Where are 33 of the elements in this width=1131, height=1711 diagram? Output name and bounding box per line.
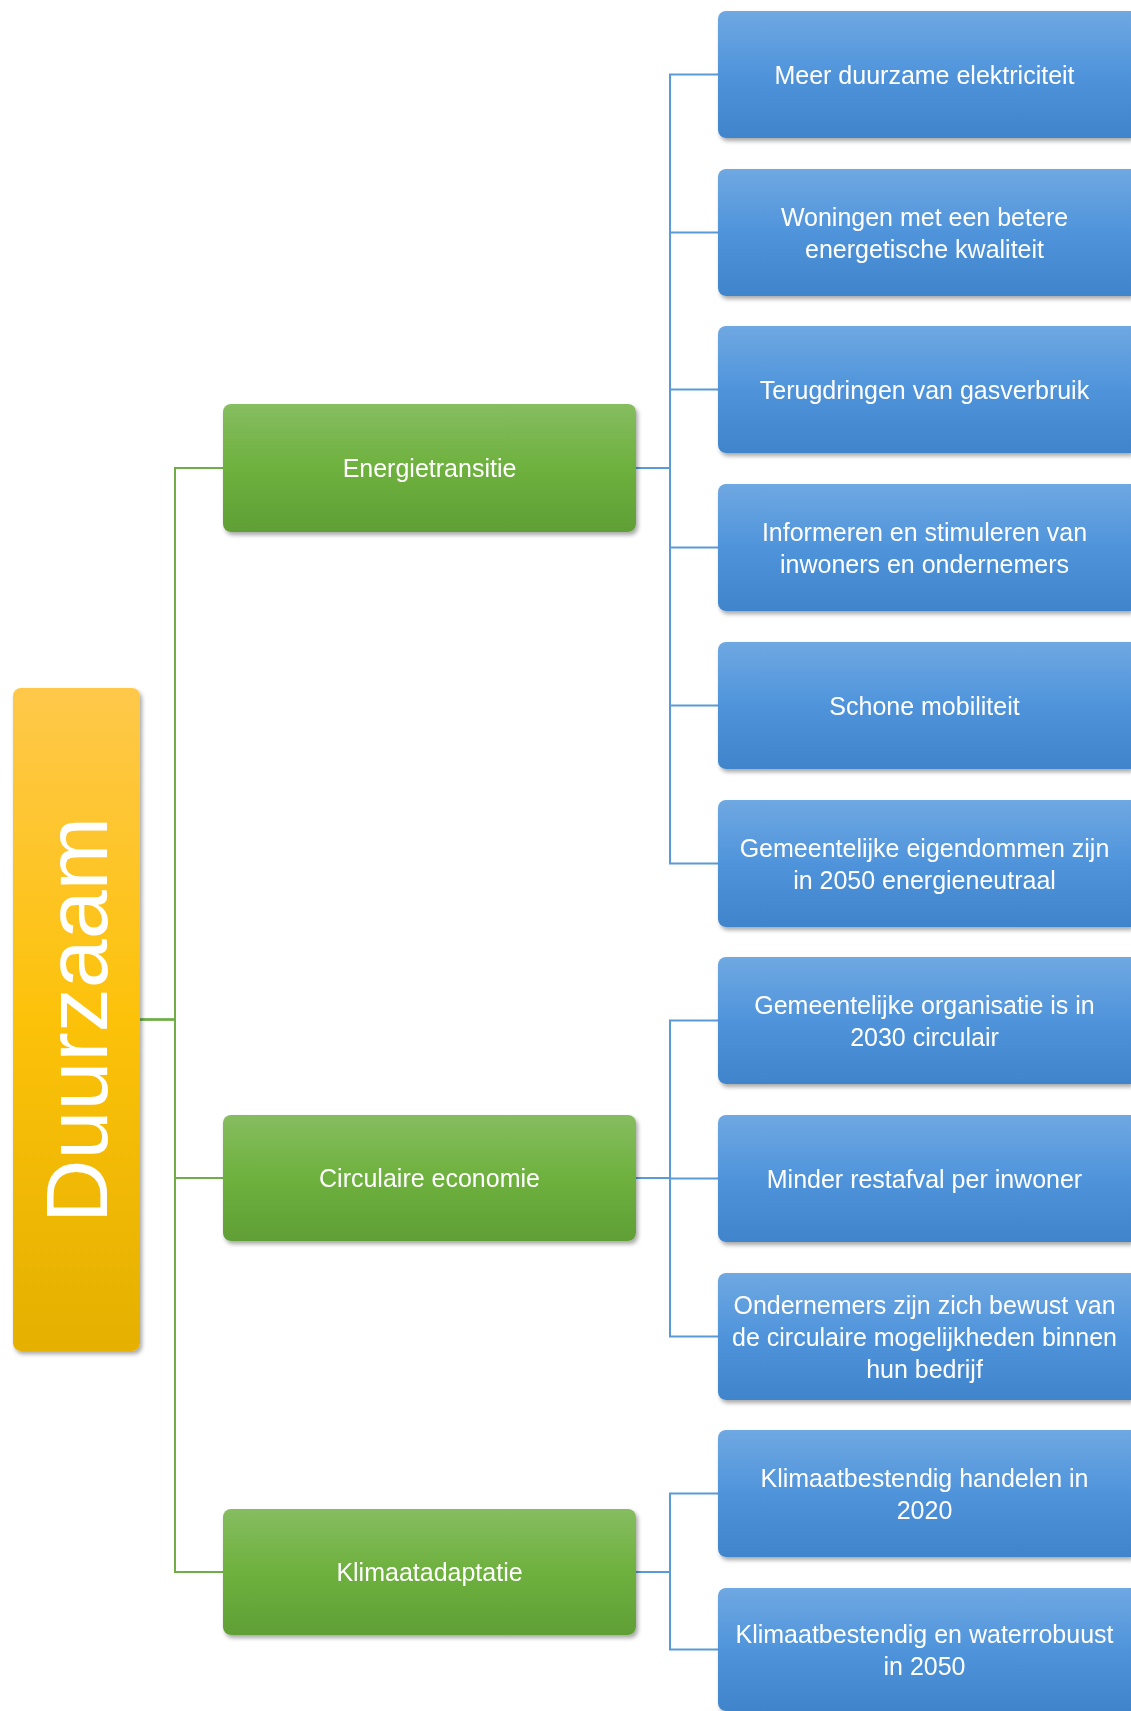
node-label: Klimaatbestendig handelen in 2020 (759, 1462, 1090, 1526)
goal-box (718, 1588, 1131, 1711)
goal-box (718, 1115, 1131, 1242)
node-label: Meer duurzame elektriciteit (773, 59, 1076, 91)
goal-box (718, 800, 1131, 927)
goal-box (718, 1273, 1131, 1400)
node-label: Woningen met een betere energetische kwaliteit (779, 201, 1070, 265)
topic-box (13, 688, 140, 1351)
category-box (223, 1509, 636, 1635)
goal-box (718, 484, 1131, 611)
node-label: Minder restafval per inwoner (765, 1163, 1084, 1195)
node-label: Energietransitie (341, 453, 518, 484)
node-label: Klimaatbestendig en waterrobuust in 2050 (734, 1618, 1115, 1682)
goal-box (718, 1430, 1131, 1557)
goal-box (718, 957, 1131, 1084)
node-label: Schone mobiliteit (828, 690, 1021, 722)
node-label: Circulaire economie (318, 1163, 541, 1194)
node-label: Informeren en stimuleren van inwoners en ondernemers (760, 516, 1089, 580)
node-label: Gemeentelijke eigendommen zijn in 2050 energieneutraal (738, 832, 1111, 896)
connector-line (635, 1571, 719, 1651)
topic-title: Duurzaam (32, 816, 121, 1223)
connector-line (635, 1177, 719, 1338)
goal-box (718, 642, 1131, 769)
category-box (223, 404, 636, 532)
category-box (223, 1115, 636, 1241)
goal-box (718, 326, 1131, 453)
node-label: Terugdringen van gasverbruik (758, 374, 1091, 406)
node-label: Gemeentelijke organisatie is in 2030 circulair (753, 989, 1096, 1053)
node-label: Ondernemers zijn zich bewust van de circulaire mogelijkheden binnen hun bedrijf (731, 1289, 1118, 1385)
goal-box (718, 169, 1131, 296)
node-label: Klimaatadaptatie (335, 1557, 524, 1588)
connector-line (139, 1018, 224, 1573)
goal-box (718, 11, 1131, 138)
